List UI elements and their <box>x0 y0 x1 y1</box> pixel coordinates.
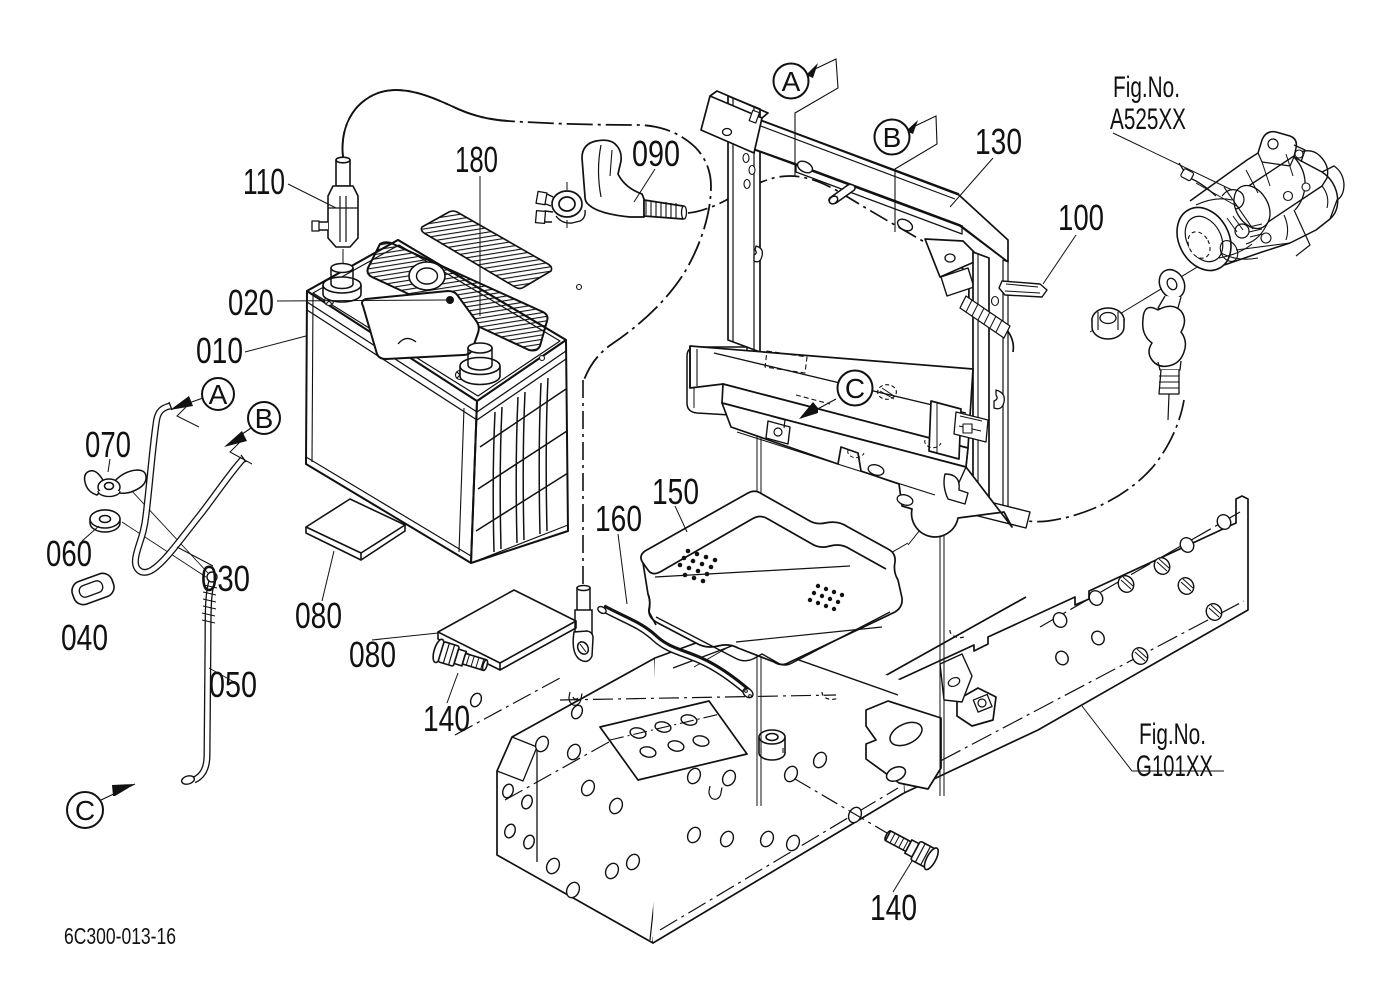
svg-text:030: 030 <box>201 558 250 599</box>
svg-text:C: C <box>845 373 865 404</box>
svg-text:180: 180 <box>455 139 498 180</box>
svg-text:150: 150 <box>652 471 699 512</box>
svg-text:040: 040 <box>61 617 108 658</box>
svg-text:080: 080 <box>295 595 342 636</box>
svg-text:080: 080 <box>349 634 396 675</box>
svg-text:070: 070 <box>85 424 131 465</box>
svg-text:090: 090 <box>632 133 680 174</box>
svg-text:C: C <box>75 795 95 826</box>
svg-text:A: A <box>782 66 801 97</box>
svg-text:G101XX: G101XX <box>1136 750 1213 783</box>
svg-text:020: 020 <box>228 282 274 323</box>
svg-text:050: 050 <box>209 664 257 705</box>
svg-text:Fig.No.: Fig.No. <box>1139 718 1206 751</box>
svg-text:140: 140 <box>423 698 470 739</box>
svg-text:B: B <box>883 122 902 153</box>
svg-text:010: 010 <box>196 330 243 371</box>
svg-text:B: B <box>255 403 274 434</box>
svg-text:6C300-013-16: 6C300-013-16 <box>64 923 176 949</box>
svg-text:100: 100 <box>1058 197 1104 238</box>
svg-text:060: 060 <box>46 533 92 574</box>
svg-text:Fig.No.: Fig.No. <box>1113 71 1180 104</box>
svg-text:A: A <box>209 379 228 410</box>
svg-text:130: 130 <box>975 121 1022 162</box>
svg-text:140: 140 <box>870 887 917 928</box>
svg-text:110: 110 <box>243 161 285 202</box>
svg-text:A525XX: A525XX <box>1110 103 1186 136</box>
svg-text:160: 160 <box>595 498 642 539</box>
